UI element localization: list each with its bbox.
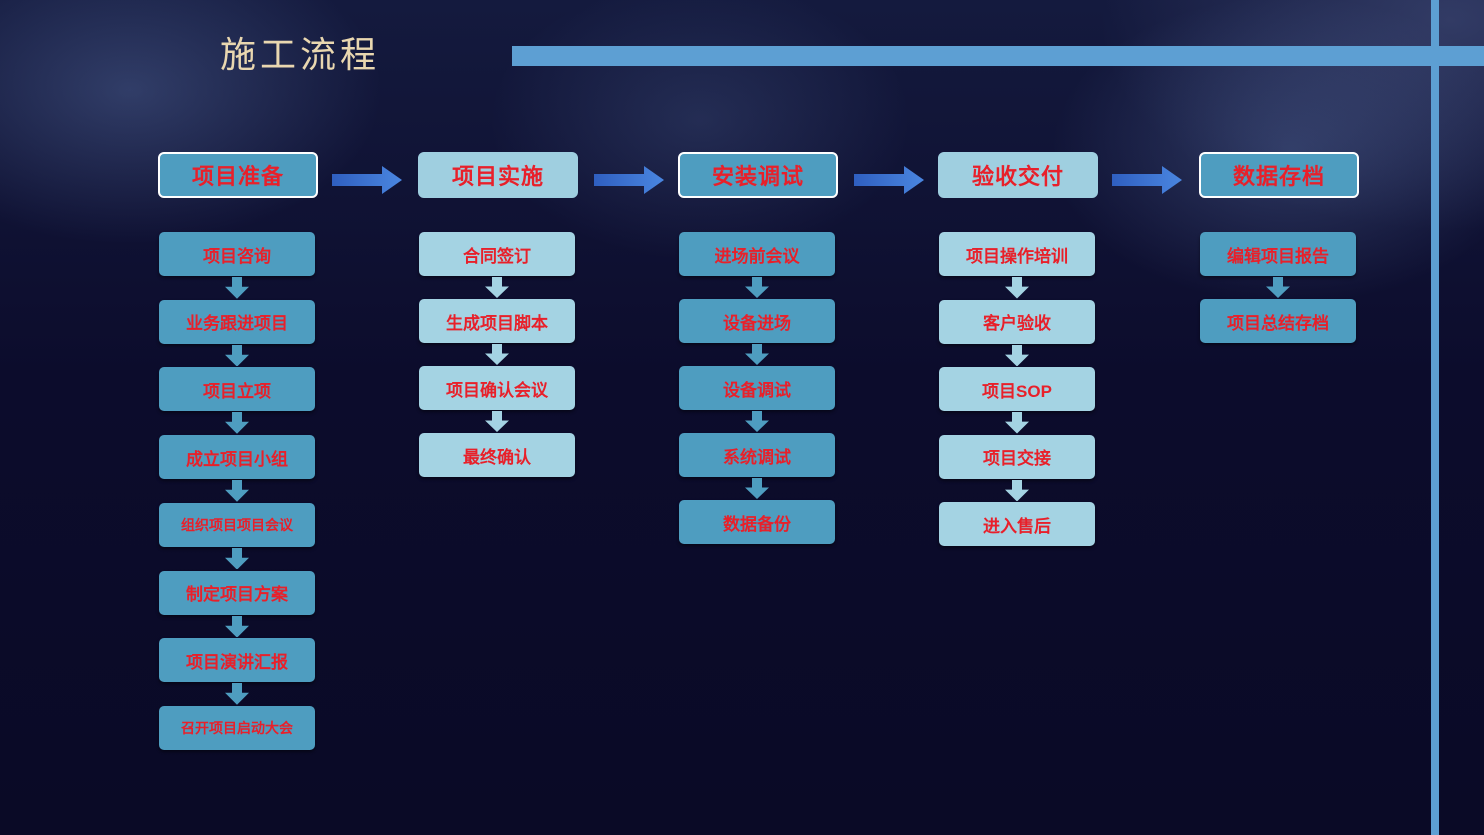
step-box: 项目立项 xyxy=(159,367,315,412)
step-box: 项目总结存档 xyxy=(1200,299,1356,343)
stage-header-1: 项目准备 xyxy=(158,152,318,198)
flow-down-arrow xyxy=(225,615,249,638)
flow-down-arrow xyxy=(225,412,249,435)
step-box: 客户验收 xyxy=(939,299,1095,344)
stage-column-1: 项目准备 xyxy=(158,152,318,198)
flow-down-arrow xyxy=(1266,277,1290,298)
flow-down-arrow xyxy=(225,277,249,299)
flow-down-arrow xyxy=(1005,479,1029,501)
stage-header-2: 项目实施 xyxy=(418,152,578,198)
step-box: 组织项目项目会议 xyxy=(159,502,315,547)
stage-arrow-1 xyxy=(332,166,402,194)
flow-down-arrow xyxy=(485,344,509,365)
stage-column-5: 数据存档 xyxy=(1199,152,1359,198)
step-box: 成立项目小组 xyxy=(159,435,315,480)
step-box: 项目操作培训 xyxy=(939,232,1095,276)
step-box: 进场前会议 xyxy=(679,232,835,276)
stage-header-3: 安装调试 xyxy=(678,152,838,198)
step-box: 生成项目脚本 xyxy=(419,299,575,343)
flow-down-arrow xyxy=(485,277,509,298)
stage-arrow-3 xyxy=(854,166,924,194)
flow-down-arrow xyxy=(745,277,769,298)
flow-down-arrow xyxy=(225,547,249,570)
flow-down-arrow xyxy=(225,683,249,705)
step-box: 召开项目启动大会 xyxy=(159,705,315,750)
flow-down-arrow xyxy=(225,344,249,367)
flow-down-arrow xyxy=(225,480,249,502)
step-box: 数据备份 xyxy=(679,500,835,544)
step-box: 项目确认会议 xyxy=(419,366,575,410)
stage-arrow-4 xyxy=(1112,166,1182,194)
step-box: 项目演讲汇报 xyxy=(159,638,315,683)
flow-down-arrow xyxy=(1005,277,1029,299)
stage-header-5: 数据存档 xyxy=(1199,152,1359,198)
page-title: 施工流程 xyxy=(220,35,381,76)
step-box: 系统调试 xyxy=(679,433,835,477)
stage-header-4: 验收交付 xyxy=(938,152,1098,198)
flow-down-arrow xyxy=(745,411,769,432)
stage-column-2: 项目实施 xyxy=(418,152,578,198)
flow-down-arrow xyxy=(745,478,769,499)
step-box: 项目交接 xyxy=(939,434,1095,479)
stage-arrow-2 xyxy=(594,166,664,194)
step-box: 项目咨询 xyxy=(159,232,315,276)
step-box: 合同签订 xyxy=(419,232,575,276)
step-box: 编辑项目报告 xyxy=(1200,232,1356,276)
step-box: 进入售后 xyxy=(939,502,1095,546)
side-accent-bar xyxy=(1431,0,1439,835)
step-box: 制定项目方案 xyxy=(159,570,315,615)
step-box: 设备进场 xyxy=(679,299,835,343)
stage-column-4: 验收交付 xyxy=(938,152,1098,198)
flow-down-arrow xyxy=(485,411,509,432)
step-box: 设备调试 xyxy=(679,366,835,410)
step-box: 最终确认 xyxy=(419,433,575,477)
stage-column-3: 安装调试 xyxy=(678,152,838,198)
top-accent-bar xyxy=(512,46,1484,66)
step-box: 项目SOP xyxy=(939,367,1095,411)
flow-down-arrow xyxy=(1005,412,1029,434)
flow-down-arrow xyxy=(1005,344,1029,366)
step-box: 业务跟进项目 xyxy=(159,299,315,344)
flow-down-arrow xyxy=(745,344,769,365)
